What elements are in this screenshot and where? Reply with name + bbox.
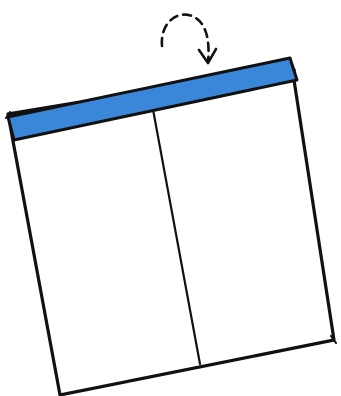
flip-arrow-icon — [162, 15, 216, 63]
